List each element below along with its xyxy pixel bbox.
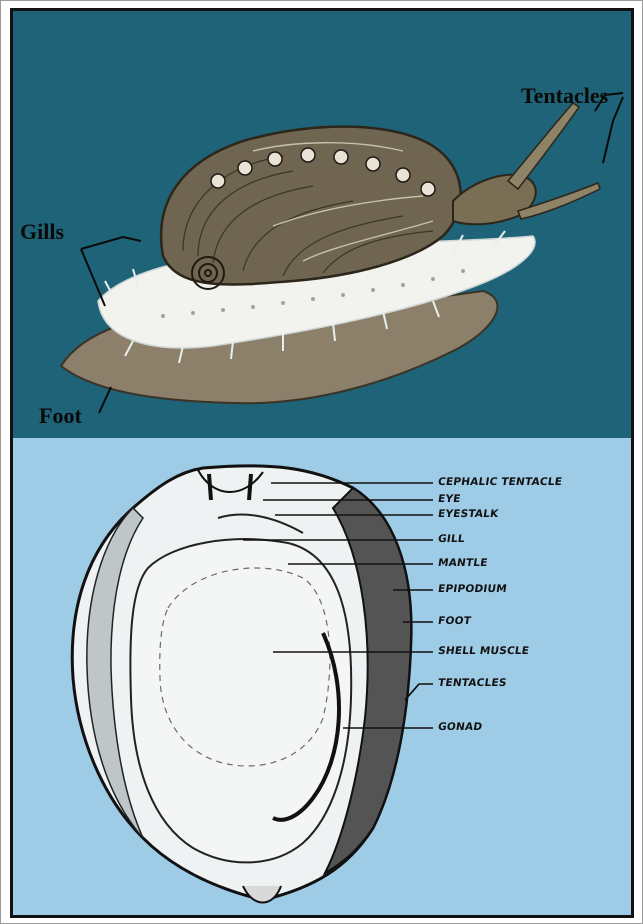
label-tentacles: Tentacles — [521, 83, 608, 109]
label-eye: EYE — [437, 493, 461, 505]
label-cephalic-tentacle: CEPHALIC TENTACLE — [437, 476, 563, 488]
label-mantle: MANTLE — [437, 557, 488, 569]
bottom-notch — [243, 886, 281, 903]
abalone-ventral-view-panel: CEPHALIC TENTACLE EYE EYESTALK GILL MANT… — [13, 438, 631, 915]
abalone-side-view-panel: Tentacles Gills Foot — [13, 11, 631, 438]
label-epipodium: EPIPODIUM — [437, 583, 507, 595]
label-gill: GILL — [437, 533, 465, 545]
label-eyestalk: EYESTALK — [437, 508, 499, 520]
abalone-ventral-illustration — [13, 438, 631, 915]
label-foot: Foot — [39, 403, 82, 429]
tentacle-upper — [508, 103, 579, 189]
label-tentacles-ventral: TENTACLES — [437, 677, 507, 689]
figure-inner-border: Tentacles Gills Foot — [10, 8, 634, 918]
label-shell-muscle: SHELL MUSCLE — [437, 645, 530, 657]
label-foot-ventral: FOOT — [437, 615, 472, 627]
label-gonad: GONAD — [437, 721, 483, 733]
label-gills: Gills — [20, 219, 64, 245]
abalone-side-illustration — [13, 11, 631, 438]
